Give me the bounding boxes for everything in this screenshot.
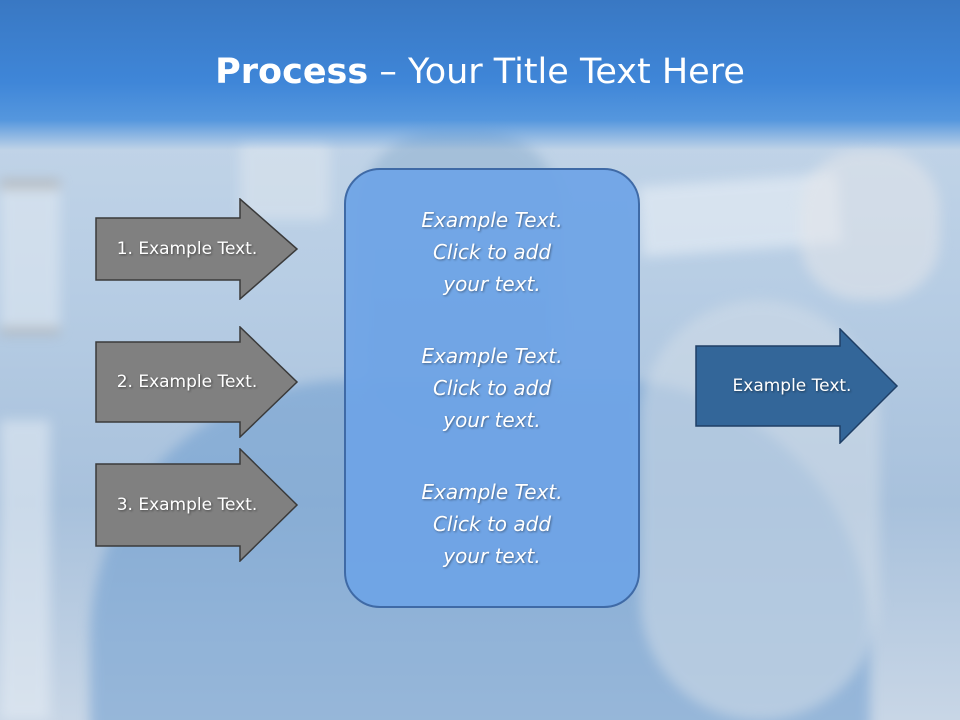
process-arrow-2[interactable]: 2. Example Text. — [95, 326, 299, 438]
title-band — [0, 0, 960, 150]
title-bold: Process — [215, 52, 369, 92]
process-arrow-3[interactable]: 3. Example Text. — [95, 448, 299, 562]
center-paragraph-3: Example Text. Click to add your text. — [421, 480, 563, 568]
process-arrow-label: 2. Example Text. — [116, 372, 258, 392]
result-arrow-label: Example Text. — [732, 376, 852, 396]
center-text-box[interactable]: Example Text. Click to add your text. Ex… — [344, 168, 640, 608]
arrow-shape — [695, 328, 899, 444]
background-cabinet — [0, 420, 50, 720]
center-paragraph-1: Example Text. Click to add your text. — [421, 208, 563, 296]
center-paragraph-2: Example Text. Click to add your text. — [421, 344, 563, 432]
background-hand — [800, 150, 940, 300]
arrow-shape — [95, 326, 299, 438]
background-lamp — [240, 140, 330, 220]
process-arrow-label: 3. Example Text. — [116, 495, 258, 515]
title-rest: – Your Title Text Here — [368, 52, 745, 92]
arrow-shape — [95, 448, 299, 562]
slide-title[interactable]: Process – Your Title Text Here — [0, 52, 960, 92]
background-shelf — [0, 180, 60, 334]
process-arrow-1[interactable]: 1. Example Text. — [95, 198, 299, 300]
process-arrow-label: 1. Example Text. — [116, 239, 258, 259]
result-arrow[interactable]: Example Text. — [695, 328, 899, 444]
arrow-shape — [95, 198, 299, 300]
